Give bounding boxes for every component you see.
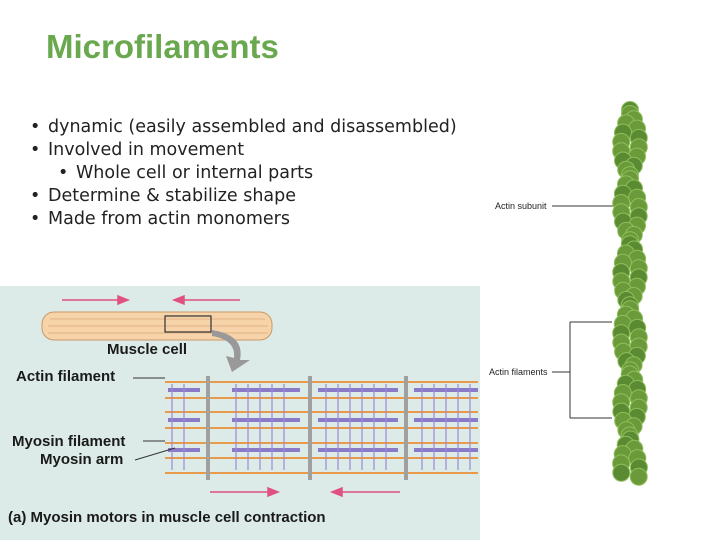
bullet-list: dynamic (easily assembled and disassembl… [30,116,457,231]
myosin-filament-label: Myosin filament [12,433,126,450]
bullet-item: Involved in movement [30,139,457,162]
bullet-item: Determine & stabilize shape [30,185,457,208]
leader-lines [133,205,630,461]
zoom-arrow [212,330,250,372]
myosin-arm-label: Myosin arm [40,451,124,468]
sarcomere-actin-lines [165,381,478,474]
slide-title: Microfilaments [46,28,279,65]
muscle-cell-shape [41,311,273,341]
actin-bead [629,467,648,486]
actin-filaments-label: Actin filaments [489,367,548,377]
figure-caption: (a) Myosin motors in muscle cell contrac… [8,509,326,526]
z-lines [206,376,408,480]
actin-filament-strand [612,101,648,486]
bottom-arrows [210,486,400,498]
contraction-arrow-right [62,294,131,306]
bullet-item: Made from actin monomers [30,208,457,231]
bullet-item: dynamic (easily assembled and disassembl… [30,116,457,139]
sub-bullet-item: Whole cell or internal parts [58,162,457,185]
actin-subunit-label: Actin subunit [495,201,547,211]
muscle-cell-label: Muscle cell [107,341,188,358]
myosin-arms [171,384,471,470]
actin-bead [612,463,631,482]
actin-filament-label: Actin filament [16,368,116,385]
contraction-arrow-left [171,294,240,306]
